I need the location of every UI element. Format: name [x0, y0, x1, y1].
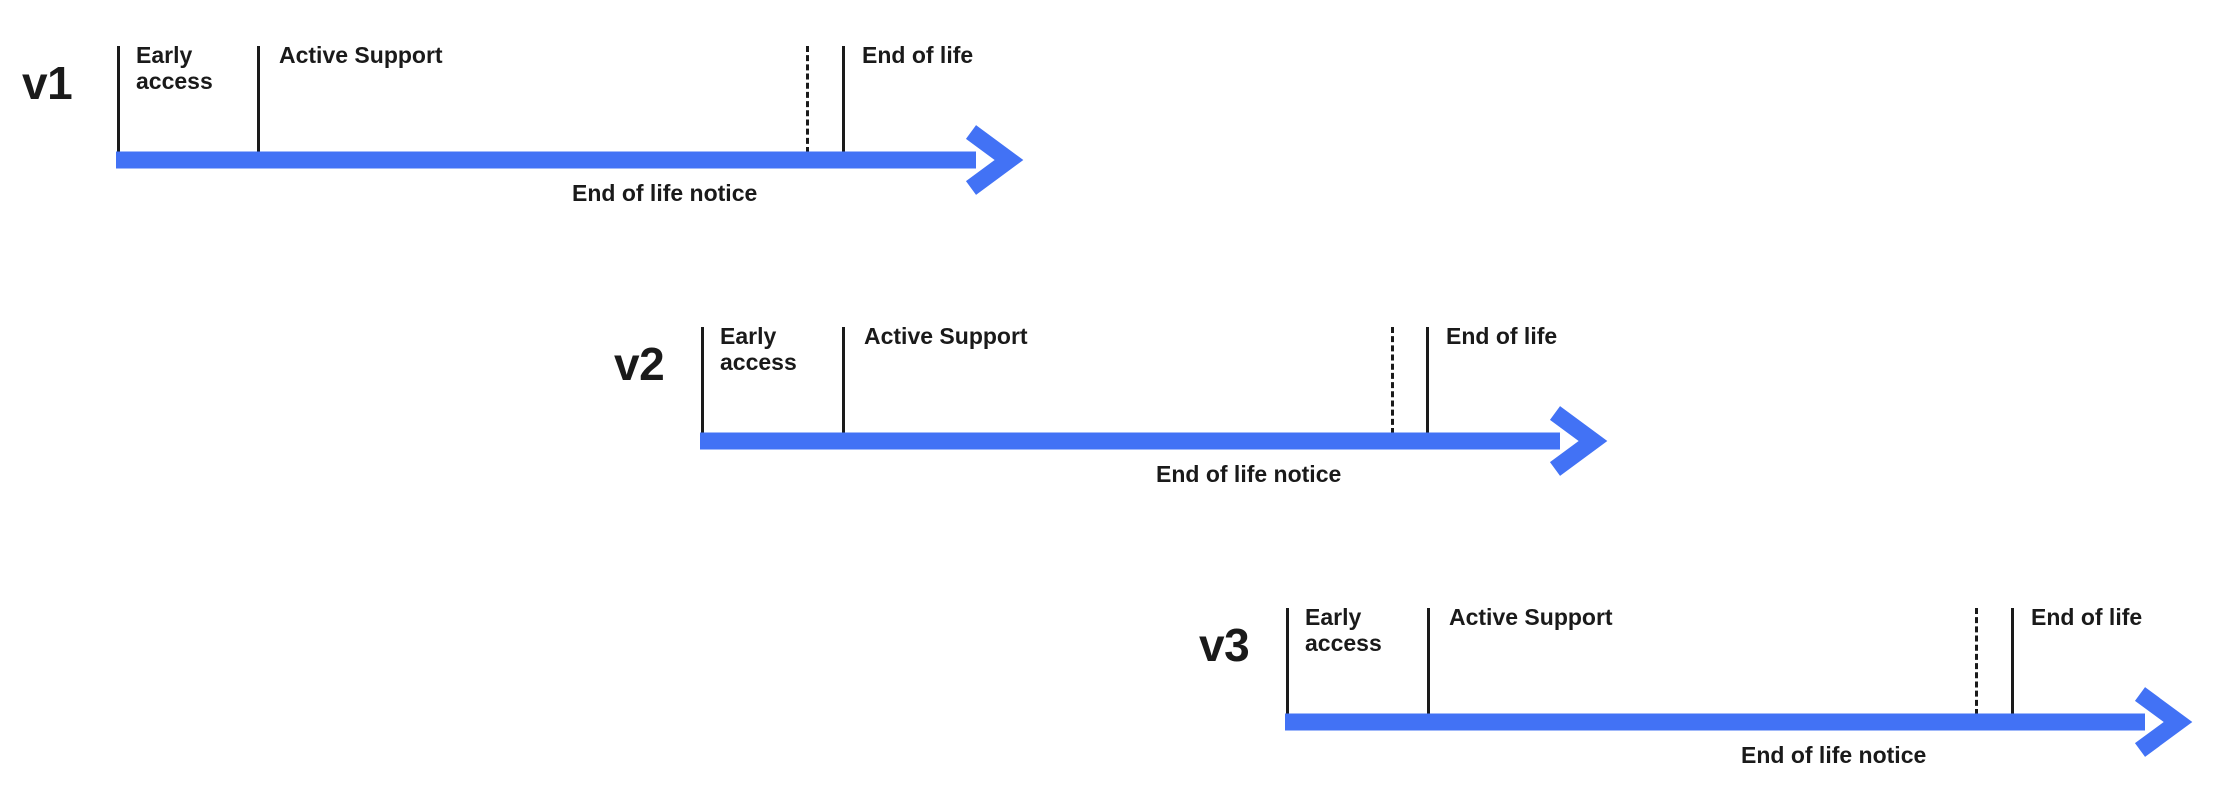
tick-active-support-v3	[1427, 608, 1430, 715]
lifecycle-arrow-v2	[700, 406, 1608, 478]
timeline-row-v2: v2 Early access Active Support End of li…	[0, 281, 1700, 487]
version-label-v3: v3	[1199, 619, 1250, 671]
tick-eol-notice-v2	[1391, 327, 1394, 434]
phase-label-active-support-v3: Active Support	[1449, 604, 1613, 630]
timeline-row-v1: v1 Early access Active Support End of li…	[0, 0, 1060, 206]
phase-label-early-access-v3: Early access	[1305, 604, 1382, 656]
tick-eol-notice-v3	[1975, 608, 1978, 715]
phase-label-active-support-v1: Active Support	[279, 42, 443, 68]
notice-label-v3: End of life notice	[1741, 742, 1927, 768]
phase-label-active-support-v2: Active Support	[864, 323, 1028, 349]
phase-label-early-access-v2: Early access	[720, 323, 797, 375]
notice-label-v1: End of life notice	[572, 180, 758, 206]
phase-label-end-of-life-v1: End of life	[862, 42, 974, 68]
lifecycle-arrow-v3	[1285, 687, 2193, 759]
tick-end-of-life-v1	[842, 46, 845, 153]
arrow-head-v1	[965, 125, 1024, 195]
tick-active-support-v1	[257, 46, 260, 153]
lifecycle-arrow-v1	[116, 125, 1024, 197]
phase-label-end-of-life-v3: End of life	[2031, 604, 2143, 630]
tick-start-v1	[117, 46, 120, 153]
arrow-head-v2	[1549, 406, 1608, 476]
notice-label-v2: End of life notice	[1156, 461, 1342, 487]
phase-label-early-access-v1: Early access	[136, 42, 213, 94]
timeline-row-v3: v3 Early access Active Support End of li…	[0, 562, 2228, 768]
version-label-v2: v2	[614, 338, 665, 390]
tick-end-of-life-v3	[2011, 608, 2014, 715]
tick-start-v3	[1286, 608, 1289, 715]
arrow-head-v3	[2134, 687, 2193, 757]
tick-active-support-v2	[842, 327, 845, 434]
tick-end-of-life-v2	[1426, 327, 1429, 434]
tick-start-v2	[701, 327, 704, 434]
phase-label-end-of-life-v2: End of life	[1446, 323, 1558, 349]
tick-eol-notice-v1	[806, 46, 809, 153]
version-label-v1: v1	[22, 57, 73, 109]
